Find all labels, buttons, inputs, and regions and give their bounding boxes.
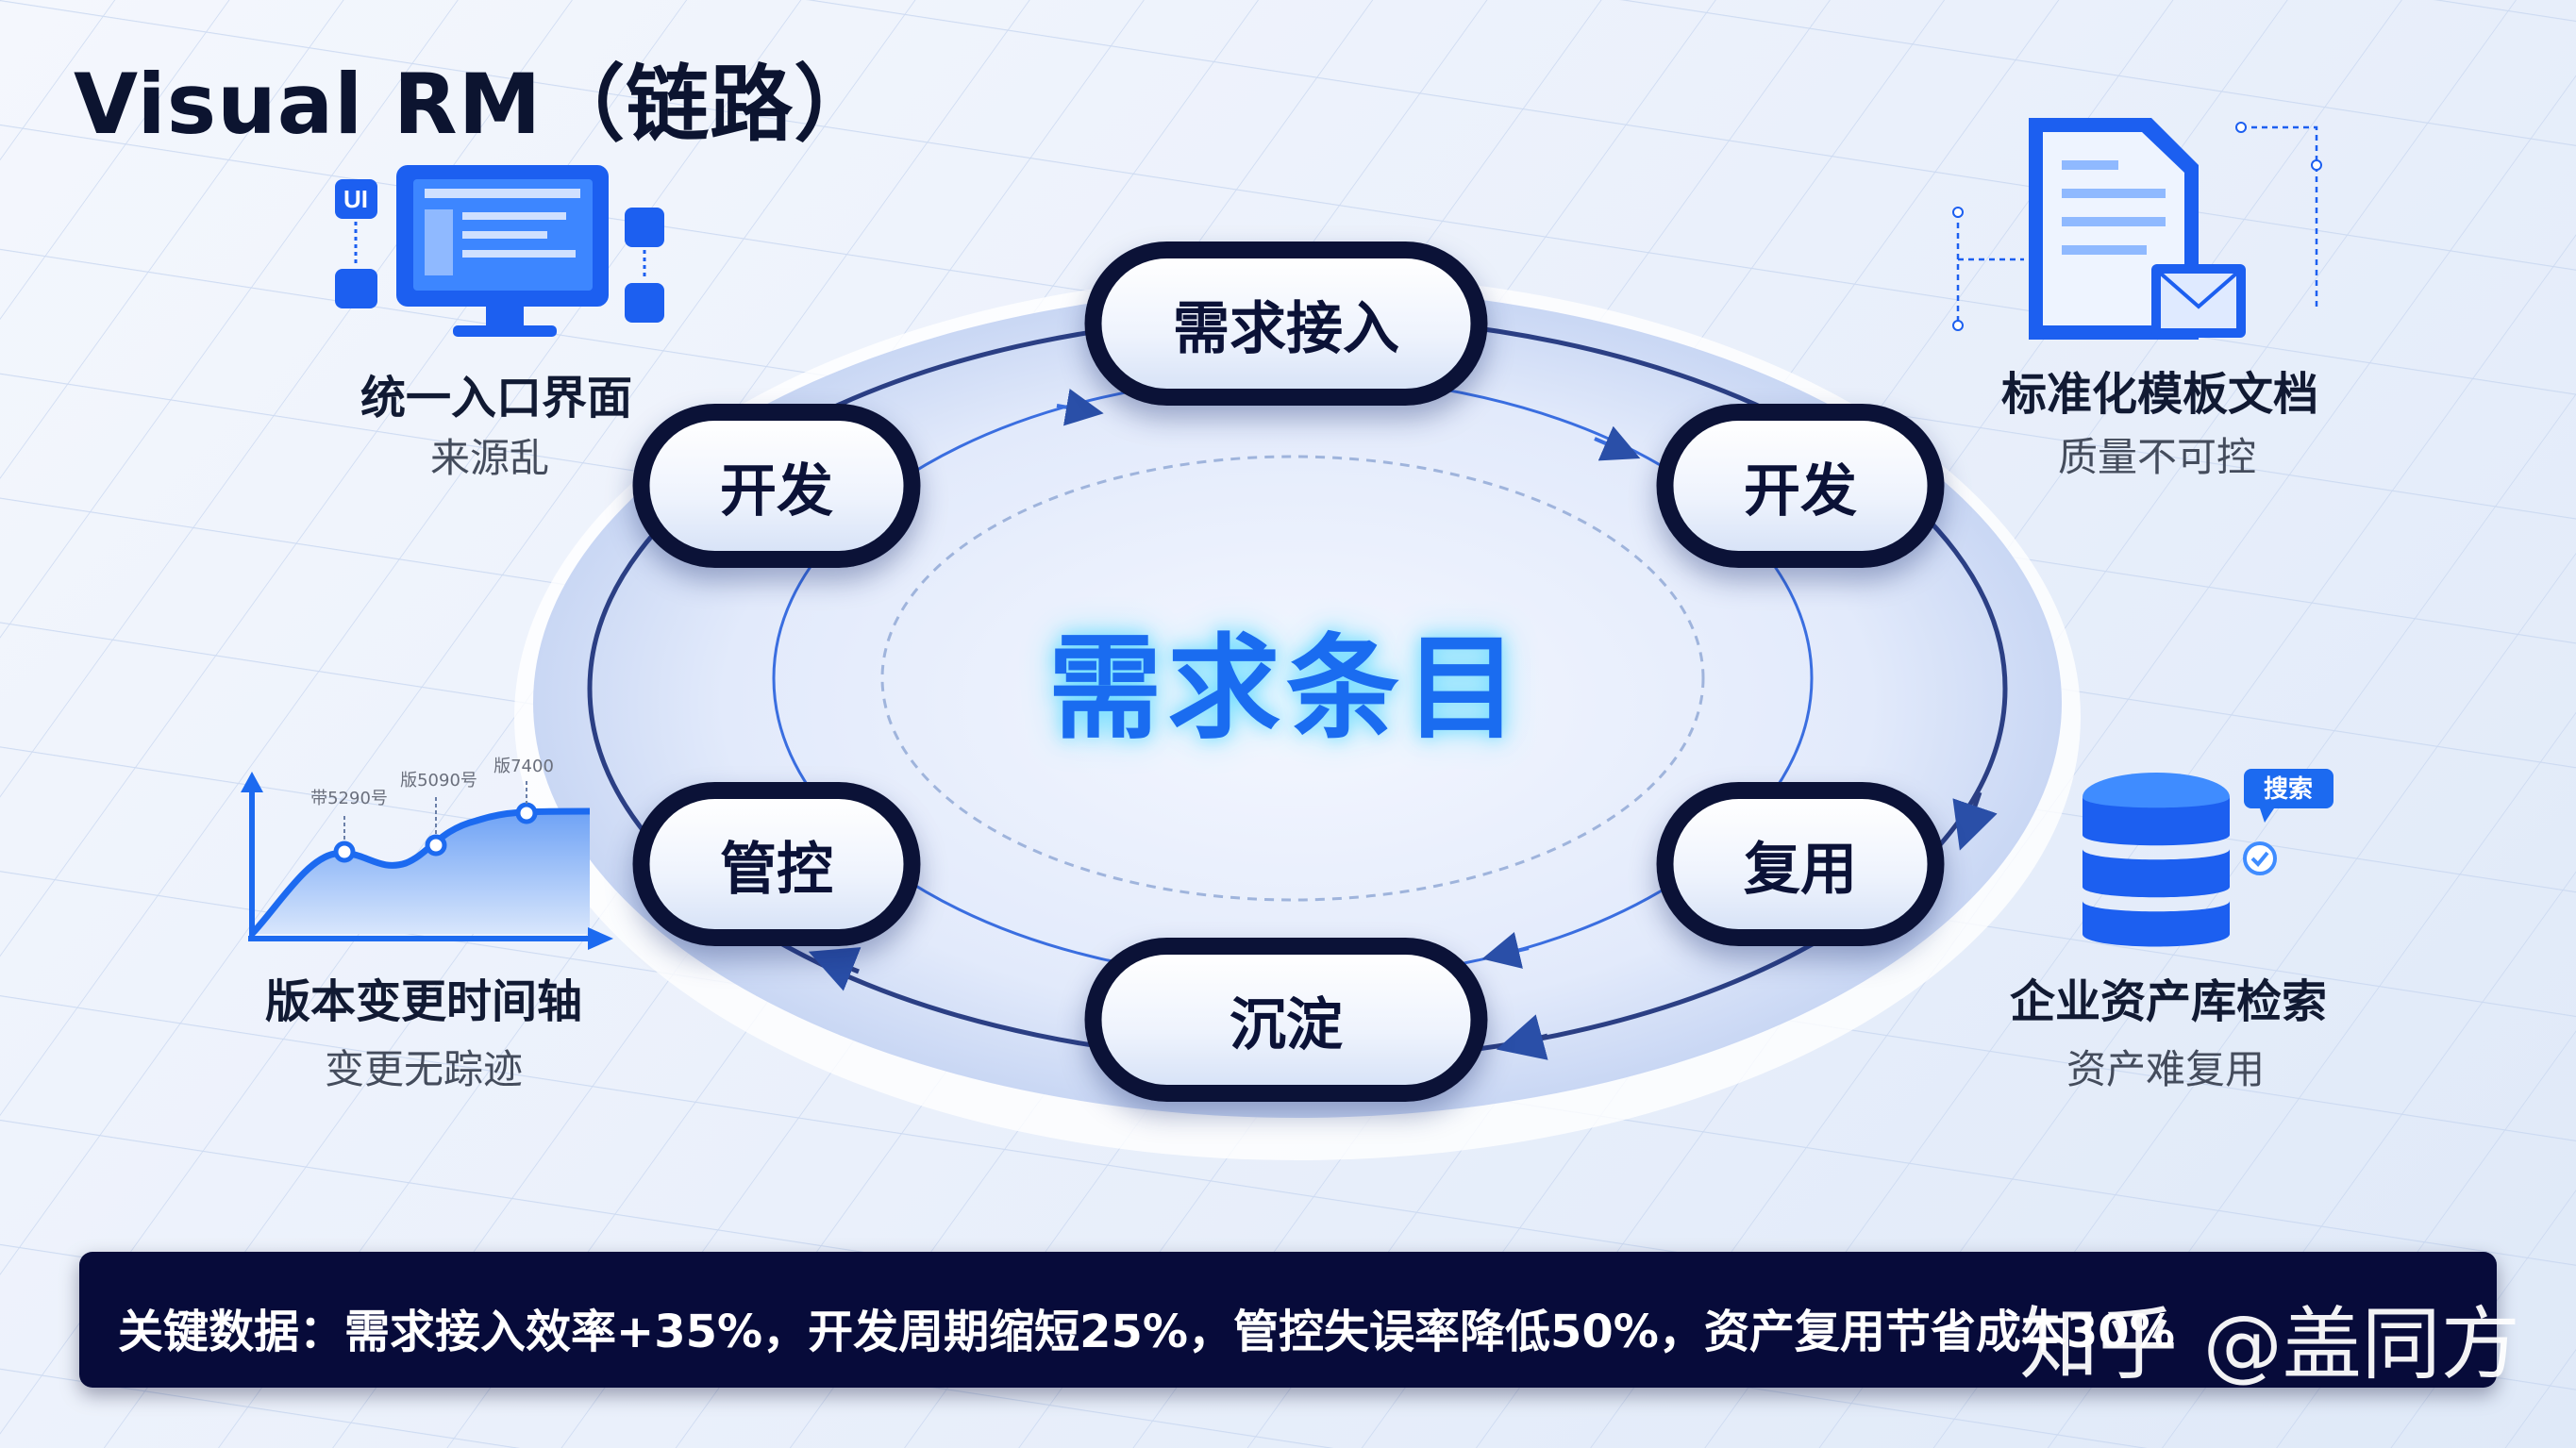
key-data-text: 关键数据：需求接入效率+35%，开发周期缩短25%，管控失误率降低50%，资产复…: [118, 1306, 2175, 1358]
node-reuse: 复用: [1656, 782, 1945, 946]
pain-title-timeline: 版本变更时间轴: [264, 975, 583, 1028]
node-develop-right: 开发: [1656, 404, 1945, 568]
pain-title-entry: 统一入口界面: [360, 372, 633, 424]
pain-subtitle-template: 质量不可控: [2057, 434, 2257, 480]
database-icon: 搜索: [2083, 769, 2333, 947]
page-title: Visual RM（链路）: [74, 56, 878, 153]
center-title: 需求条目: [1048, 624, 1524, 755]
inner-dashed-ellipse: [880, 455, 1705, 902]
document-icon: [1952, 118, 2322, 340]
timeline-marker-3: 版7400: [493, 757, 554, 776]
search-badge: 搜索: [2264, 775, 2313, 804]
node-control: 管控: [632, 782, 921, 946]
pain-title-asset-search: 企业资产库检索: [2009, 975, 2328, 1028]
key-data-banner: [79, 1252, 2497, 1388]
pain-subtitle-entry: 来源乱: [429, 435, 550, 481]
pain-title-template: 标准化模板文档: [2000, 368, 2319, 421]
pain-subtitle-asset-search: 资产难复用: [2066, 1046, 2266, 1092]
monitor-icon: UI: [335, 165, 664, 337]
node-demand-intake: 需求接入: [1084, 241, 1488, 406]
ui-badge: UI: [343, 185, 368, 213]
timeline-marker-1: 带5290号: [310, 789, 388, 808]
node-accumulate: 沉淀: [1084, 938, 1488, 1102]
timeline-chart-icon: 带5290号 版5090号 版7400: [241, 757, 613, 950]
pain-subtitle-timeline: 变更无踪迹: [324, 1046, 524, 1092]
node-develop-left: 开发: [632, 404, 921, 568]
timeline-marker-2: 版5090号: [400, 771, 477, 791]
watermark: 知乎 @盖同方: [2019, 1298, 2520, 1390]
